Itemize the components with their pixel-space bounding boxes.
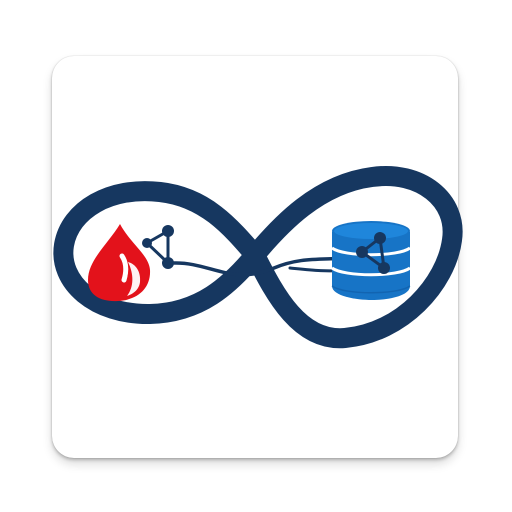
infinity-loop-icon: [53, 166, 463, 349]
database-icon: [331, 221, 411, 300]
network-share-icon: [142, 225, 174, 269]
blood-drop-icon: [88, 224, 151, 302]
